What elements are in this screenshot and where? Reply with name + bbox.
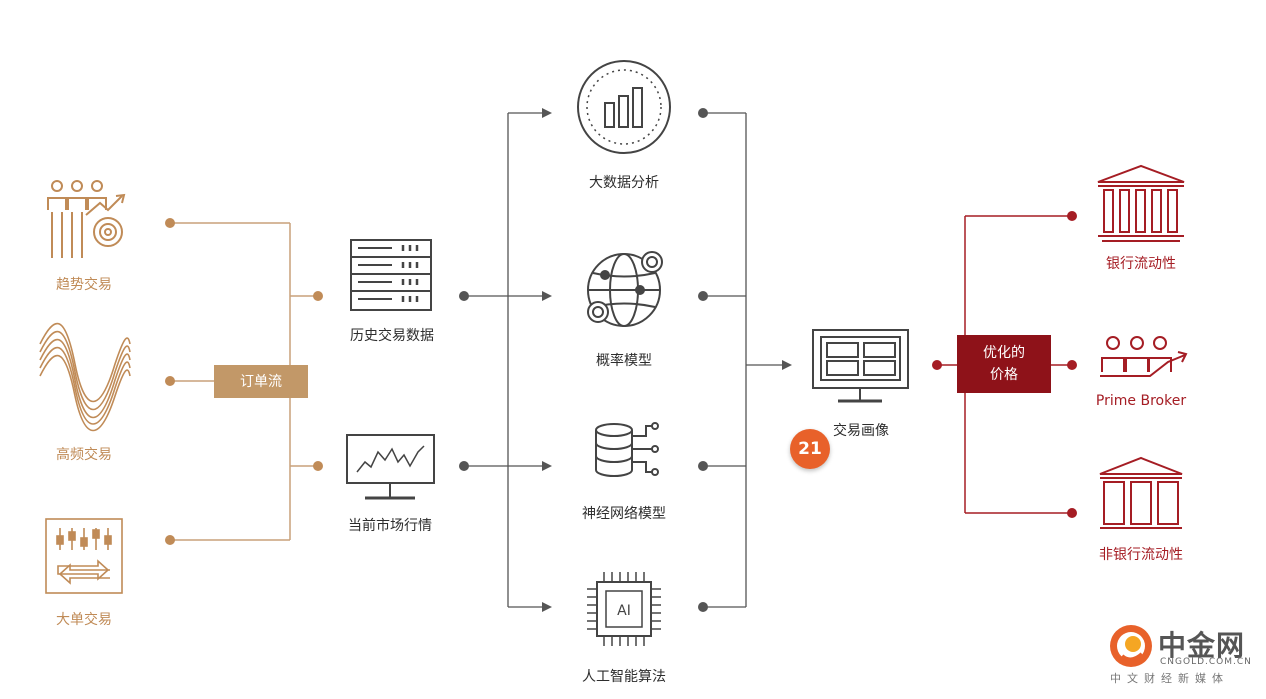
count-badge: 21 (790, 429, 830, 469)
source-label-trend: 趋势交易 (56, 277, 112, 293)
server-icon (350, 239, 432, 311)
source-label-block: 大单交易 (56, 612, 112, 628)
watermark-tagline: 中文财经新媒体 (1110, 672, 1229, 685)
data-label-history: 历史交易数据 (350, 328, 434, 344)
trend-trading-icon (47, 180, 126, 258)
liquidity-label-broker: Prime Broker (1095, 393, 1187, 409)
optimized-price-line2: 价格 (990, 367, 1018, 383)
model-label-bigdata: 大数据分析 (589, 175, 659, 191)
order-flow-label: 订单流 (240, 373, 282, 390)
ai-chip-text: AI (617, 603, 631, 619)
dark-dots (459, 108, 708, 612)
liquidity-label-nonbank: 非银行流动性 (1099, 547, 1183, 563)
database-icon (595, 422, 659, 477)
ai-chip-icon (587, 572, 661, 646)
order-flow-box: 订单流 (214, 365, 308, 398)
optimized-price-box: 优化的 价格 (957, 335, 1051, 393)
non-bank-icon (1099, 456, 1183, 529)
globe-icon (587, 251, 663, 327)
high-frequency-icon (39, 322, 131, 432)
red-connectors (937, 215, 1072, 514)
dashboard-icon (812, 329, 909, 403)
model-label-probability: 概率模型 (596, 353, 652, 369)
gold-dots (165, 218, 323, 545)
dark-connectors (464, 108, 792, 612)
liquidity-label-bank: 银行流动性 (1106, 256, 1176, 272)
data-label-market: 当前市场行情 (348, 518, 432, 534)
model-label-ai: 人工智能算法 (582, 669, 666, 685)
profile-label: 交易画像 (833, 423, 889, 439)
watermark-url: CNGOLD.COM.CN (1160, 657, 1252, 667)
block-trade-icon (45, 518, 123, 594)
bar-chart-icon (577, 60, 671, 154)
model-label-neural: 神经网络模型 (582, 506, 666, 522)
monitor-chart-icon (346, 434, 435, 500)
optimized-price-line1: 优化的 (983, 345, 1025, 361)
watermark-name: 中金网 (1158, 629, 1246, 662)
source-label-hft: 高频交易 (56, 447, 112, 463)
broker-icon (1100, 336, 1188, 377)
cngold-logo-icon (1110, 625, 1152, 667)
red-dots (932, 211, 1077, 518)
bank-icon (1097, 164, 1185, 242)
